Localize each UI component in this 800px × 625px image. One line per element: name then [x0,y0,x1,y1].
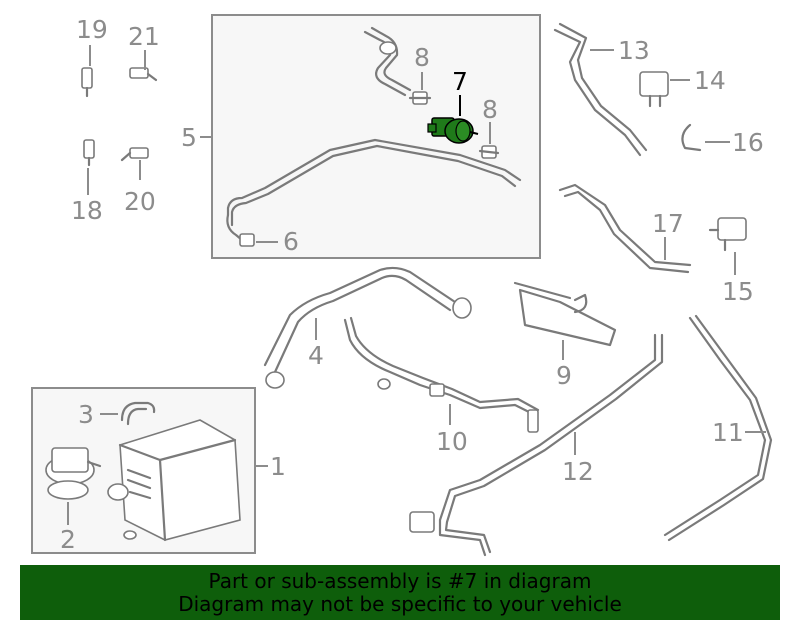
part-18-sensor [83,139,95,167]
callout-15: 15 [722,277,754,306]
callout-1: 1 [270,452,286,481]
callout-9: 9 [556,361,572,390]
part-4-pipe [263,266,472,389]
callout-2: 2 [60,525,76,554]
callout-8-lower: 8 [482,95,498,124]
callout-16: 16 [732,128,764,157]
callout-6: 6 [283,227,299,256]
part-2-valve [45,447,102,500]
callout-13: 13 [618,36,650,65]
parts-diagram: 19 21 18 20 5 6 8 8 7 13 14 16 17 15 4 9… [31,14,773,557]
part-10-pipe [343,316,540,433]
callout-21: 21 [128,22,160,51]
callout-20: 20 [124,187,156,216]
part-19-sensor [81,67,93,98]
part-9-bracket [513,281,617,347]
part-5-hose [226,26,522,242]
notice-banner: Part or sub-assembly is #7 in diagram Di… [20,565,780,620]
part-17-pipe [558,183,692,274]
part-1-canister [107,419,241,542]
callout-7: 7 [452,67,468,96]
part-3-hose [120,401,156,426]
callout-5: 5 [181,123,197,152]
part-11-hose [663,314,773,542]
callout-18: 18 [71,196,103,225]
callout-14: 14 [694,66,726,95]
callout-19: 19 [76,15,108,44]
part-13-pipe [553,22,648,157]
banner-line-2: Diagram may not be specific to your vehi… [178,591,622,616]
callout-8-upper: 8 [414,43,430,72]
part-15-valve [708,217,747,252]
callout-17: 17 [652,209,684,238]
part-20-sensor [120,147,149,162]
clip-8-upper [408,91,432,105]
part-7-highlighted [427,117,479,144]
clip-6 [239,233,255,247]
callout-4: 4 [308,341,324,370]
callout-10: 10 [436,427,468,456]
part-14-valve [639,71,669,108]
callout-3: 3 [78,400,94,429]
part-16-hose [681,123,702,152]
leader-lines [67,45,766,525]
callout-11: 11 [712,418,744,447]
callout-12: 12 [562,457,594,486]
assembly-box-5 [211,14,541,259]
part-21-sensor [129,67,158,82]
clip-8-lower [478,145,500,159]
banner-line-1: Part or sub-assembly is #7 in diagram [208,568,592,593]
part-12-pipe [409,333,664,557]
